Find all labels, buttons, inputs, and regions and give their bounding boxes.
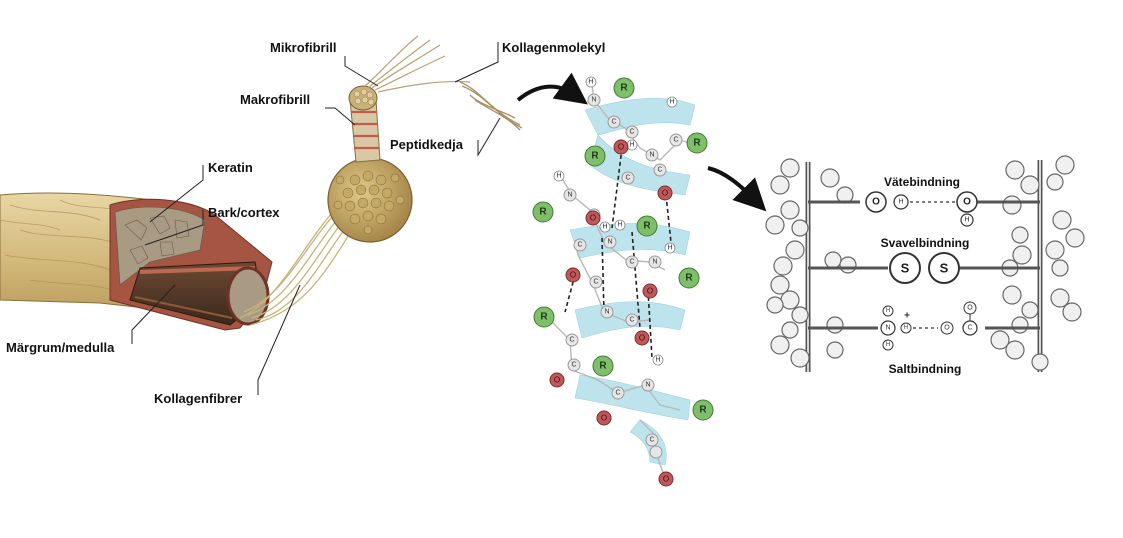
svg-text:R: R [539, 207, 547, 218]
svg-text:H: H [667, 245, 672, 252]
svg-text:N: N [607, 239, 612, 246]
svg-text:C: C [967, 325, 972, 332]
svg-text:C: C [577, 242, 582, 249]
svg-text:C: C [629, 129, 634, 136]
svg-text:O: O [618, 143, 624, 152]
svg-text:O: O [967, 305, 973, 312]
svg-text:O: O [590, 214, 596, 223]
svg-text:R: R [620, 83, 628, 94]
macrofibril [348, 85, 381, 163]
svg-text:N: N [604, 309, 609, 316]
svg-text:N: N [652, 259, 657, 266]
svg-text:N: N [649, 152, 654, 159]
svg-text:C: C [629, 259, 634, 266]
label-makrofibrill: Makrofibrill [240, 92, 356, 126]
svg-text:S: S [901, 261, 910, 276]
svg-text:R: R [699, 405, 707, 416]
svg-text:H: H [655, 357, 660, 364]
svg-text:Keratin: Keratin [208, 160, 253, 175]
alpha-helix: N C C N C N C N C N C C N C C C C N C C … [532, 76, 714, 487]
svg-text:Märgrum/medulla: Märgrum/medulla [6, 340, 115, 355]
svg-text:H: H [898, 199, 903, 206]
svg-text:O: O [647, 287, 653, 296]
label-keratin: Keratin [149, 160, 253, 223]
arrow-to-bonds [707, 166, 767, 212]
svg-text:H: H [904, 325, 908, 331]
svg-text:Makrofibrill: Makrofibrill [240, 92, 310, 107]
svg-text:C: C [657, 167, 662, 174]
svg-text:O: O [963, 197, 971, 208]
svg-text:H: H [629, 142, 634, 149]
svg-text:C: C [593, 279, 598, 286]
svg-text:H: H [617, 222, 622, 229]
label-kollagenmolekyl: Kollagenmolekyl [454, 40, 605, 83]
svg-text:H: H [886, 308, 890, 314]
svg-text:O: O [872, 197, 880, 208]
svg-text:N: N [885, 325, 890, 332]
label-margrum-medulla: Märgrum/medulla [6, 284, 176, 355]
svg-text:Mikrofibrill: Mikrofibrill [270, 40, 336, 55]
svg-text:N: N [567, 192, 572, 199]
label-mikrofibrill: Mikrofibrill [270, 40, 379, 87]
svg-text:S: S [940, 261, 949, 276]
svg-text:Bark/cortex: Bark/cortex [208, 205, 280, 220]
svg-text:N: N [591, 97, 596, 104]
label-bark-cortex: Bark/cortex [144, 205, 280, 246]
svg-text:O: O [944, 325, 950, 332]
svg-text:R: R [599, 361, 607, 372]
microfibril-strands [364, 35, 471, 93]
svg-text:O: O [601, 414, 607, 423]
svg-text:Peptidkedja: Peptidkedja [390, 137, 464, 152]
svg-text:O: O [554, 376, 560, 385]
svg-text:R: R [591, 151, 599, 162]
svg-text:C: C [615, 390, 620, 397]
label-svavelbindning: Svavelbindning [881, 236, 970, 250]
bond-types-diagram: O H O H Vätebindning S S Svavelbindning … [765, 155, 1085, 376]
label-saltbindning: Saltbindning [889, 362, 962, 376]
svg-text:C: C [649, 437, 654, 444]
peptide-chain-twist [459, 81, 523, 131]
collagen-bundle [327, 157, 413, 243]
label-peptidkedja: Peptidkedja [390, 117, 501, 157]
svg-text:H: H [556, 173, 561, 180]
svg-text:Kollagenmolekyl: Kollagenmolekyl [502, 40, 605, 55]
svg-text:C: C [611, 119, 616, 126]
svg-text:H: H [669, 99, 674, 106]
svg-text:H: H [886, 342, 890, 348]
svg-text:R: R [685, 273, 693, 284]
svg-text:O: O [662, 189, 668, 198]
svg-text:C: C [571, 362, 576, 369]
svg-text:C: C [673, 137, 678, 144]
svg-text:R: R [693, 138, 701, 149]
svg-text:H: H [964, 217, 969, 224]
svg-text:H: H [588, 79, 593, 86]
label-vatebindning: Vätebindning [884, 175, 960, 189]
label-kollagenfibrer: Kollagenfibrer [154, 284, 301, 406]
svg-text:O: O [663, 475, 669, 484]
svg-text:+: + [904, 311, 910, 322]
svg-text:O: O [639, 334, 645, 343]
svg-text:C: C [569, 337, 574, 344]
svg-text:O: O [570, 271, 576, 280]
svg-text:R: R [540, 312, 548, 323]
svg-text:H: H [602, 224, 607, 231]
svg-text:C: C [625, 175, 630, 182]
svg-text:Kollagenfibrer: Kollagenfibrer [154, 391, 242, 406]
svg-text:R: R [643, 221, 651, 232]
svg-text:C: C [629, 317, 634, 324]
arrow-to-helix [516, 72, 588, 105]
svg-text:N: N [645, 382, 650, 389]
